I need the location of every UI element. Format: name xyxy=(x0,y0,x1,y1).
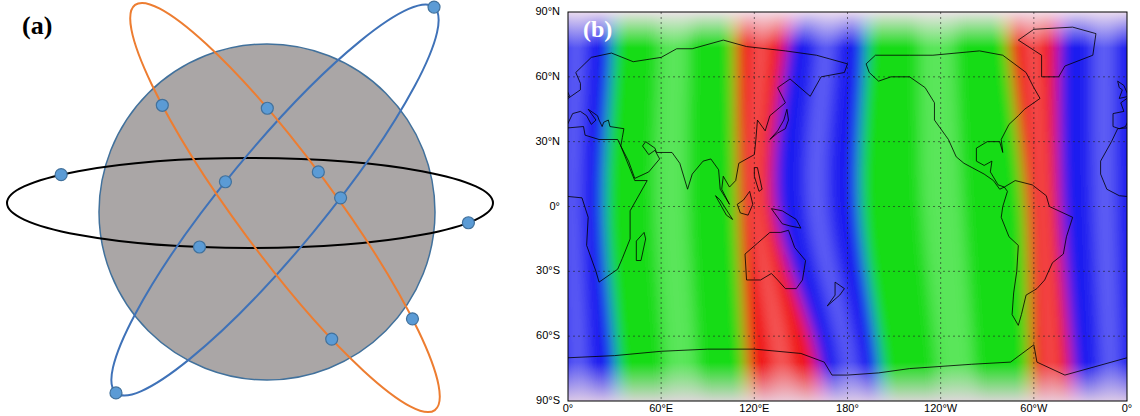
latitude-label: 60°N xyxy=(535,71,560,83)
longitude-label: 180° xyxy=(836,403,859,415)
satellite-dot xyxy=(110,387,122,399)
latitude-label: 90°S xyxy=(536,395,560,407)
coastline xyxy=(636,232,645,260)
panel-label: (a) xyxy=(22,12,52,41)
grid-line xyxy=(661,12,662,401)
grid-line xyxy=(940,12,941,401)
latitude-label: 60°S xyxy=(536,330,560,342)
satellite-group xyxy=(55,1,474,399)
grid-line xyxy=(568,336,1127,337)
longitude-label: 120°E xyxy=(739,403,769,415)
satellite-dot xyxy=(156,99,168,111)
latitude-label: 90°N xyxy=(535,6,560,18)
coastline xyxy=(716,196,733,220)
satellite-dot xyxy=(462,217,474,229)
coastline xyxy=(1001,181,1072,326)
coastline xyxy=(1018,27,1096,77)
longitude-label: 0° xyxy=(563,403,574,415)
longitude-label: 60°W xyxy=(1020,403,1047,415)
longitude-label: 180° xyxy=(836,403,859,415)
latitude-label: 30°N xyxy=(535,136,560,148)
latitude-label: 90°S xyxy=(536,395,560,407)
latitude-label: 0° xyxy=(549,201,560,213)
satellite-dot xyxy=(428,1,440,13)
coastlines xyxy=(568,27,1127,375)
panel-label: (b) xyxy=(583,16,612,42)
latitude-label: 30°N xyxy=(535,136,560,148)
latitude-label: 60°N xyxy=(535,71,560,83)
coastline xyxy=(866,51,1040,189)
satellite-dot xyxy=(193,241,205,253)
grid-line xyxy=(568,271,1127,272)
coverage-band xyxy=(860,12,1032,401)
satellite-dot xyxy=(326,333,338,345)
coverage-map xyxy=(568,12,1127,401)
longitude-label: 120°E xyxy=(739,403,769,415)
latitude-label: 30°S xyxy=(536,266,560,278)
coverage-bands xyxy=(568,12,1127,401)
coastline xyxy=(1118,81,1127,98)
grid-line xyxy=(754,12,755,401)
grid-line xyxy=(568,206,1127,207)
latitude-label: 0° xyxy=(549,201,560,213)
coastline xyxy=(745,230,806,288)
inclined-orbit xyxy=(77,0,472,416)
latitude-label: 90°N xyxy=(535,6,560,18)
coastline xyxy=(1101,127,1127,283)
coastline xyxy=(770,109,789,139)
satellite-dot xyxy=(219,176,231,188)
coastline xyxy=(848,345,1128,375)
band-highlight xyxy=(1093,12,1122,401)
satellite-dot xyxy=(335,192,347,204)
equatorial-orbit xyxy=(7,158,493,248)
coastline xyxy=(568,345,848,375)
longitude-label: 60°E xyxy=(649,403,673,415)
graticule xyxy=(568,12,1127,401)
satellite-dot xyxy=(406,313,418,325)
coastline xyxy=(568,40,848,204)
longitude-label: 60°W xyxy=(1020,403,1047,415)
coastline xyxy=(827,282,844,306)
longitude-label: 120°W xyxy=(924,403,957,415)
coastline xyxy=(737,191,753,215)
satellite-dot xyxy=(55,169,67,181)
coastline xyxy=(568,127,647,283)
longitude-label: 0° xyxy=(1122,403,1133,415)
grid-line xyxy=(847,12,848,401)
coastline xyxy=(1113,40,1127,204)
coastline xyxy=(771,209,801,228)
longitude-label: 0° xyxy=(1122,403,1133,415)
longitude-label: 0° xyxy=(563,403,574,415)
latitude-label: 30°S xyxy=(536,266,560,278)
earth-disc xyxy=(99,44,435,380)
latitude-label: 60°S xyxy=(536,330,560,342)
satellite-dot xyxy=(261,102,273,114)
longitude-label: 60°E xyxy=(649,403,673,415)
coastline xyxy=(754,168,762,192)
panel-label: (a) xyxy=(22,12,52,41)
inclined-orbit xyxy=(97,0,474,416)
grid-line xyxy=(1033,12,1034,401)
panel-label: (b) xyxy=(583,16,612,42)
satellite-dot xyxy=(312,166,324,178)
longitude-label: 120°W xyxy=(924,403,957,415)
map-frame xyxy=(568,12,1127,401)
